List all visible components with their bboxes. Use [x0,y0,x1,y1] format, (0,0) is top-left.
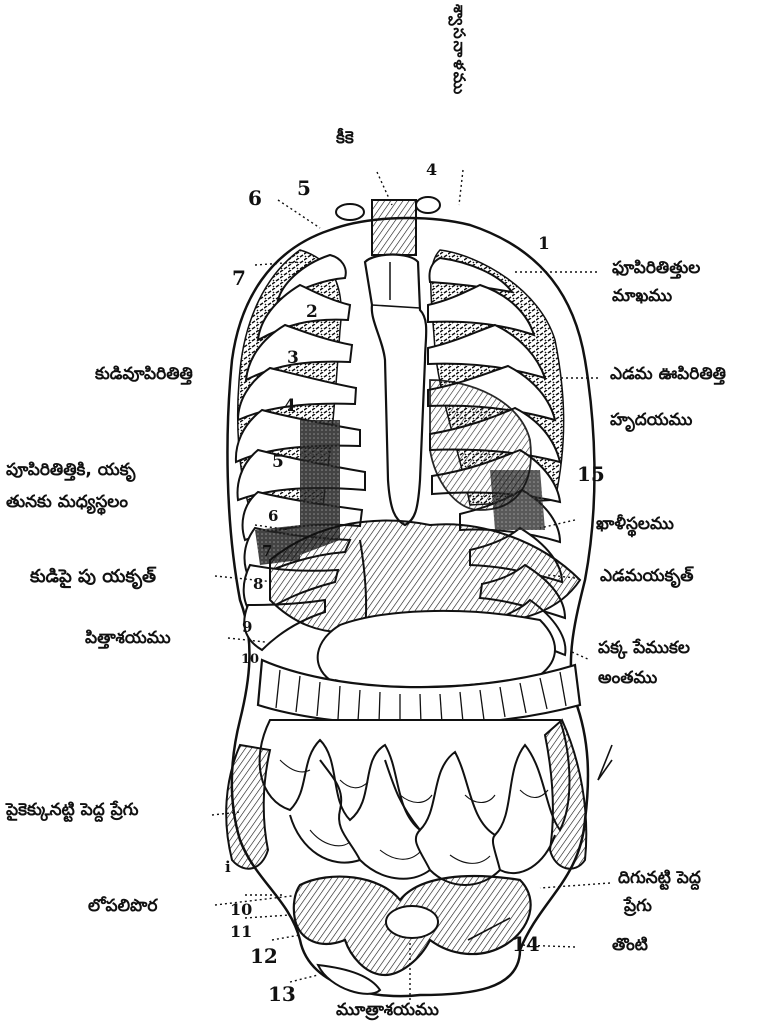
bladder [386,906,438,938]
windpipe-label: శ్వాసనాళము [448,4,470,96]
lung-liver-space-label-2: తునకు మధ్యస్థలం [6,492,128,513]
larynx-label: కీకె [336,128,354,149]
empty-space-label: ఖాళీస్థలము [596,514,674,535]
ascending-colon [226,745,270,869]
lung-liver-space-label: పూపిరితిత్తికి, యకృ [6,460,135,481]
descending-colon-label: దిగునట్టి పెద్ద [618,868,701,889]
marker-10-lower: 10 [230,900,252,919]
rib-end-label-2: అంతము [598,668,657,689]
marker-12: 12 [250,944,278,968]
marker-5-top: 5 [297,176,311,200]
marker-9: 9 [242,618,252,636]
lung-covering-label-2: మాఖము [612,286,672,307]
rib-end-label: పక్క పేముకల [598,638,690,659]
ascending-colon-label: పైకెక్కునట్టి పెద్ద ప్రేగు [6,800,139,821]
marker-10: 10 [241,652,259,667]
bladder-label: మూత్రాశయము [336,1000,439,1021]
lung-covering-label: ఫూపిరితిత్తుల [612,258,700,279]
descending-colon-label-2: ప్రేగు [624,896,652,917]
pelvis-label: తొంటి [612,935,648,956]
heart-label: హృదయము [610,410,692,431]
marker-i: i [225,858,231,876]
marker-14: 14 [512,932,540,956]
marker-6: 6 [268,507,278,525]
left-liver-label: ఎడమయకృత్ [600,566,693,587]
marker-15: 15 [577,462,605,486]
marker-8: 8 [253,575,263,593]
marker-7: 7 [262,542,272,560]
marker-11: 11 [230,922,252,941]
marker-5: 5 [272,452,284,472]
right-lung-label: కుడివూపిరితిత్తి [95,364,193,385]
stomach [318,611,555,687]
right-liver-label: కుడిపై పు యకృత్ [30,566,156,589]
marker-4: 4 [284,396,296,416]
inner-membrane-label: లోపలిపొర [88,896,157,917]
marker-2: 2 [306,302,318,322]
marker-13: 13 [268,982,296,1006]
marker-6-top: 6 [248,186,262,210]
marker-1: 1 [538,234,550,254]
gallbladder-label: పిత్తాశయము [85,628,171,649]
marker-3: 3 [287,348,299,368]
marker-4-top: 4 [426,160,437,179]
left-lung-label: ఎడమ ఊపిరితిత్తి [610,364,726,385]
marker-7-top: 7 [232,266,246,290]
